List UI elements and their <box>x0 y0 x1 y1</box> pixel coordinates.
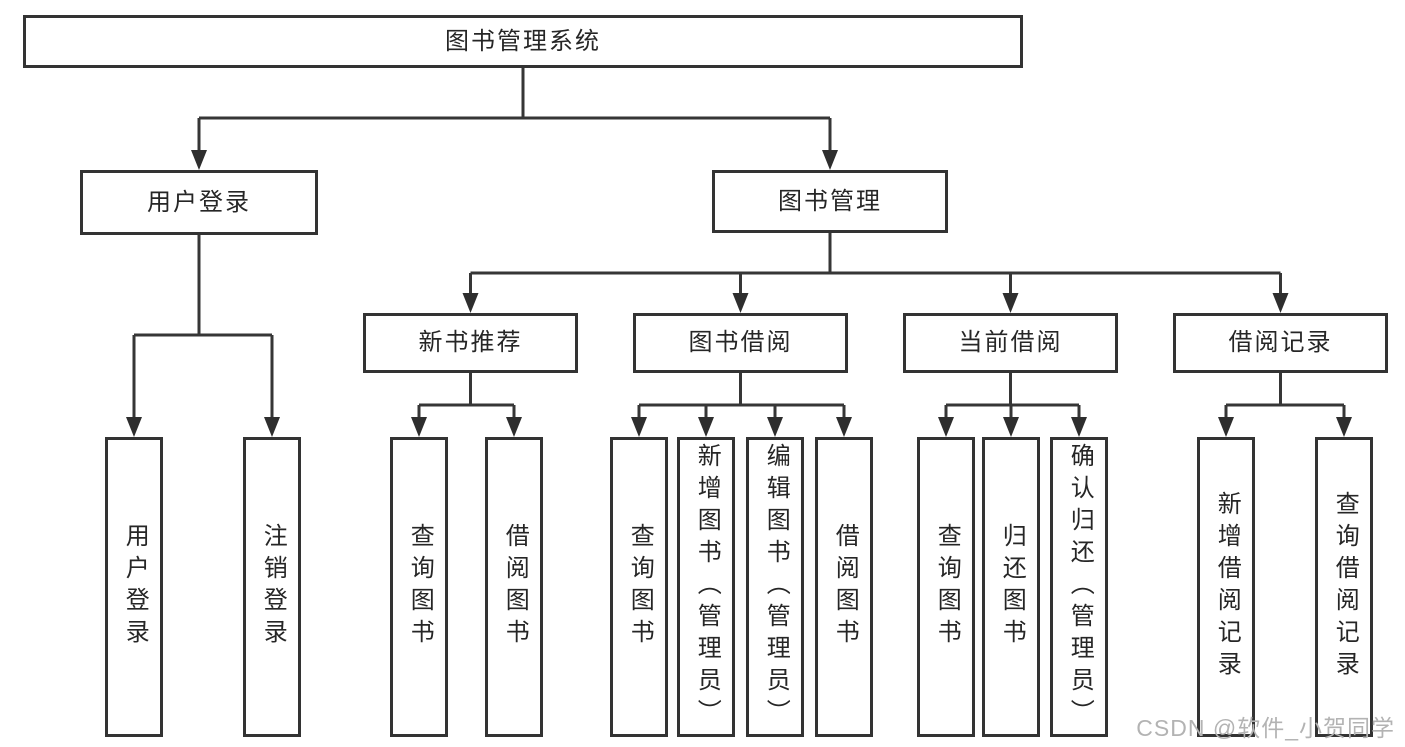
node-borrowing-records: 借阅记录 <box>1173 313 1388 373</box>
node-book-borrowing: 图书借阅 <box>633 313 848 373</box>
leaf-confirm-return-admin: 确认归还（管理员） <box>1050 437 1108 737</box>
connector-path <box>132 68 1346 423</box>
arrowheads <box>126 150 1352 437</box>
leaf-edit-books-admin: 编辑图书（管理员） <box>746 437 804 737</box>
leaf-logout: 注销登录 <box>243 437 301 737</box>
node-new-book-recommend: 新书推荐 <box>363 313 578 373</box>
node-system-root: 图书管理系统 <box>23 15 1023 68</box>
csdn-watermark: CSDN @软件_小贺同学 <box>1136 715 1395 741</box>
leaf-query-books-recommend: 查询图书 <box>390 437 448 737</box>
node-current-borrowing: 当前借阅 <box>903 313 1118 373</box>
leaf-query-books-current: 查询图书 <box>917 437 975 737</box>
node-user-login: 用户登录 <box>80 170 318 235</box>
leaf-query-borrow-record: 查询借阅记录 <box>1315 437 1373 737</box>
leaf-query-books-borrowing: 查询图书 <box>610 437 668 737</box>
leaf-borrow-books-borrowing: 借阅图书 <box>815 437 873 737</box>
leaf-add-books-admin: 新增图书（管理员） <box>677 437 735 737</box>
leaf-borrow-books-recommend: 借阅图书 <box>485 437 543 737</box>
leaf-add-borrow-record: 新增借阅记录 <box>1197 437 1255 737</box>
leaf-return-books: 归还图书 <box>982 437 1040 737</box>
node-book-management: 图书管理 <box>712 170 948 233</box>
leaf-user-login: 用户登录 <box>105 437 163 737</box>
